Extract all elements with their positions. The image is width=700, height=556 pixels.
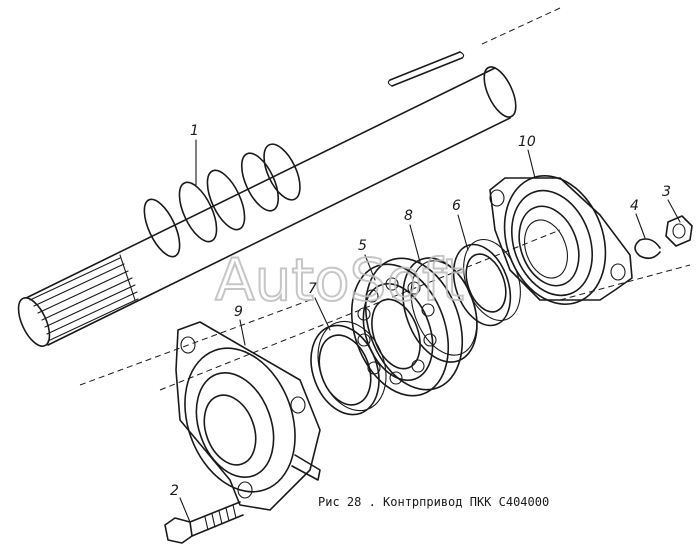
shaft-part [17,51,517,347]
leader-lines [179,139,681,523]
nut-part-3 [665,215,693,247]
callout-10: 10 [518,134,536,150]
assembly-axis-lines [79,7,691,391]
figure-caption: Рис 28 . Контрпривод ПКК С404000 [318,495,549,509]
watermark: AutoSoft [215,246,464,314]
callout-5: 5 [358,238,367,254]
callout-8: 8 [404,208,413,224]
callout-4: 4 [630,198,639,214]
washer-part-4 [634,238,661,260]
callout-2: 2 [170,483,179,499]
housing-part-9 [175,321,321,511]
callout-6: 6 [452,198,461,214]
bolt-part-2 [164,501,244,544]
callout-1: 1 [190,123,199,139]
callout-9: 9 [234,304,243,320]
bearing-part-5 [350,257,464,397]
housing-part-10 [489,175,633,305]
callout-3: 3 [662,184,671,200]
callout-7: 7 [308,281,317,297]
